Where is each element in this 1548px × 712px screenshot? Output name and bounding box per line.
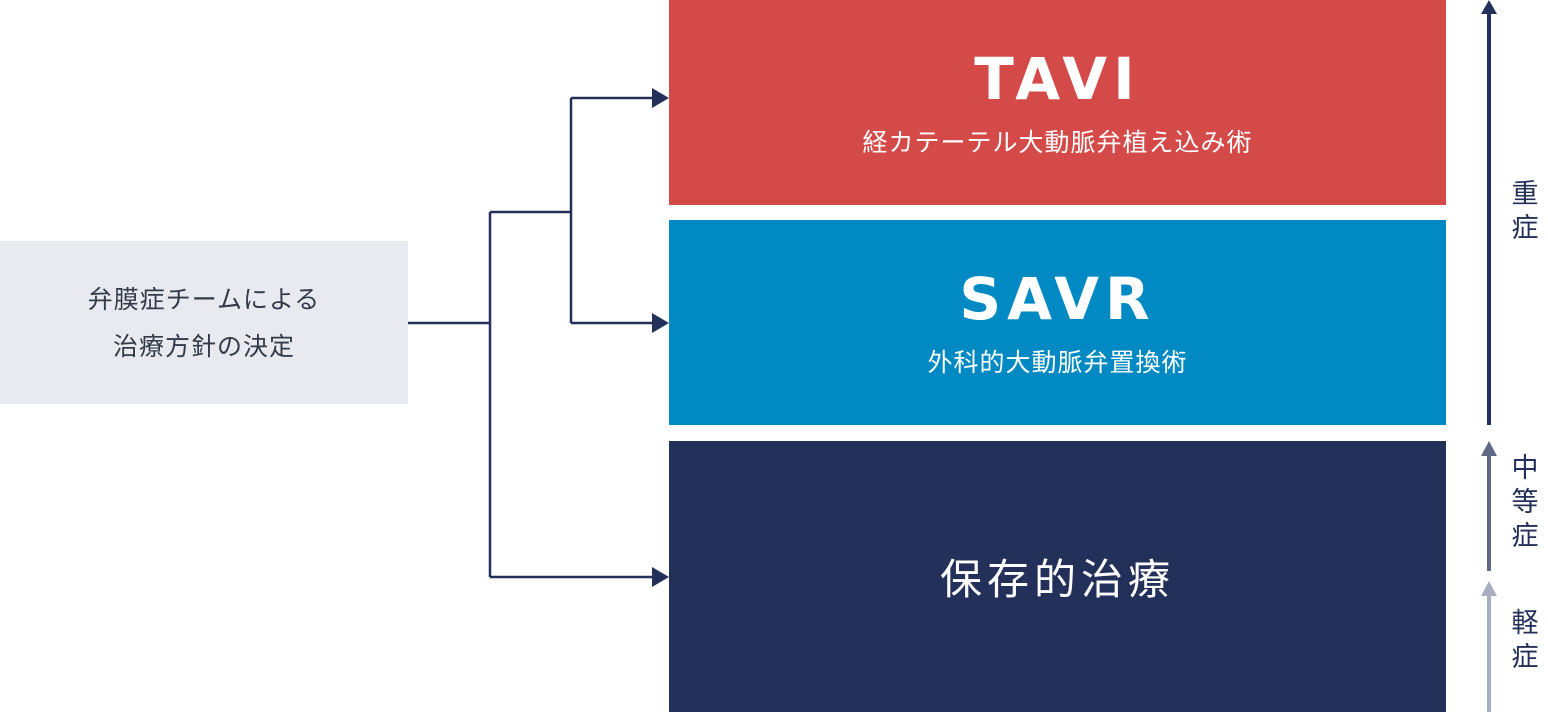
savr-full-name: 外科的大動脈弁置換術 bbox=[927, 347, 1188, 377]
severity-char: 症 bbox=[1511, 213, 1539, 244]
severity-label-mild: 軽 症 bbox=[1505, 607, 1545, 675]
severity-char: 中 bbox=[1511, 453, 1539, 484]
tavi-abbr: TAVI bbox=[974, 44, 1141, 113]
severity-arrow-mild-head bbox=[1481, 581, 1497, 596]
treatment-conservative-box: 保存的治療 bbox=[669, 441, 1446, 712]
conservative-name: 保存的治療 bbox=[939, 555, 1175, 604]
connector-upper-branch bbox=[490, 98, 573, 323]
decision-box: 弁膜症チームによる 治療方針の決定 bbox=[0, 241, 408, 404]
severity-arrow-moderate-head bbox=[1481, 441, 1497, 456]
connector-trunk bbox=[408, 212, 492, 577]
arrowhead-savr bbox=[652, 313, 669, 333]
severity-label-severe: 重 症 bbox=[1505, 178, 1545, 246]
savr-abbr: SAVR bbox=[959, 264, 1156, 333]
treatment-savr-box: SAVR 外科的大動脈弁置換術 bbox=[669, 220, 1446, 425]
severity-char: 症 bbox=[1511, 521, 1539, 552]
decision-box-line1: 弁膜症チームによる bbox=[87, 284, 321, 314]
arrowhead-conservative bbox=[652, 567, 669, 587]
tavi-full-name: 経カテーテル大動脈弁植え込み術 bbox=[862, 127, 1253, 157]
decision-box-line2: 治療方針の決定 bbox=[112, 331, 295, 361]
severity-label-moderate: 中 等 症 bbox=[1505, 452, 1545, 554]
severity-char: 軽 bbox=[1511, 608, 1539, 639]
severity-char: 症 bbox=[1511, 642, 1539, 673]
severity-char: 等 bbox=[1511, 487, 1539, 518]
treatment-tavi-box: TAVI 経カテーテル大動脈弁植え込み術 bbox=[669, 0, 1446, 205]
arrowhead-tavi bbox=[652, 88, 669, 108]
severity-char: 重 bbox=[1511, 179, 1539, 210]
severity-arrow-severe-head bbox=[1481, 0, 1497, 14]
